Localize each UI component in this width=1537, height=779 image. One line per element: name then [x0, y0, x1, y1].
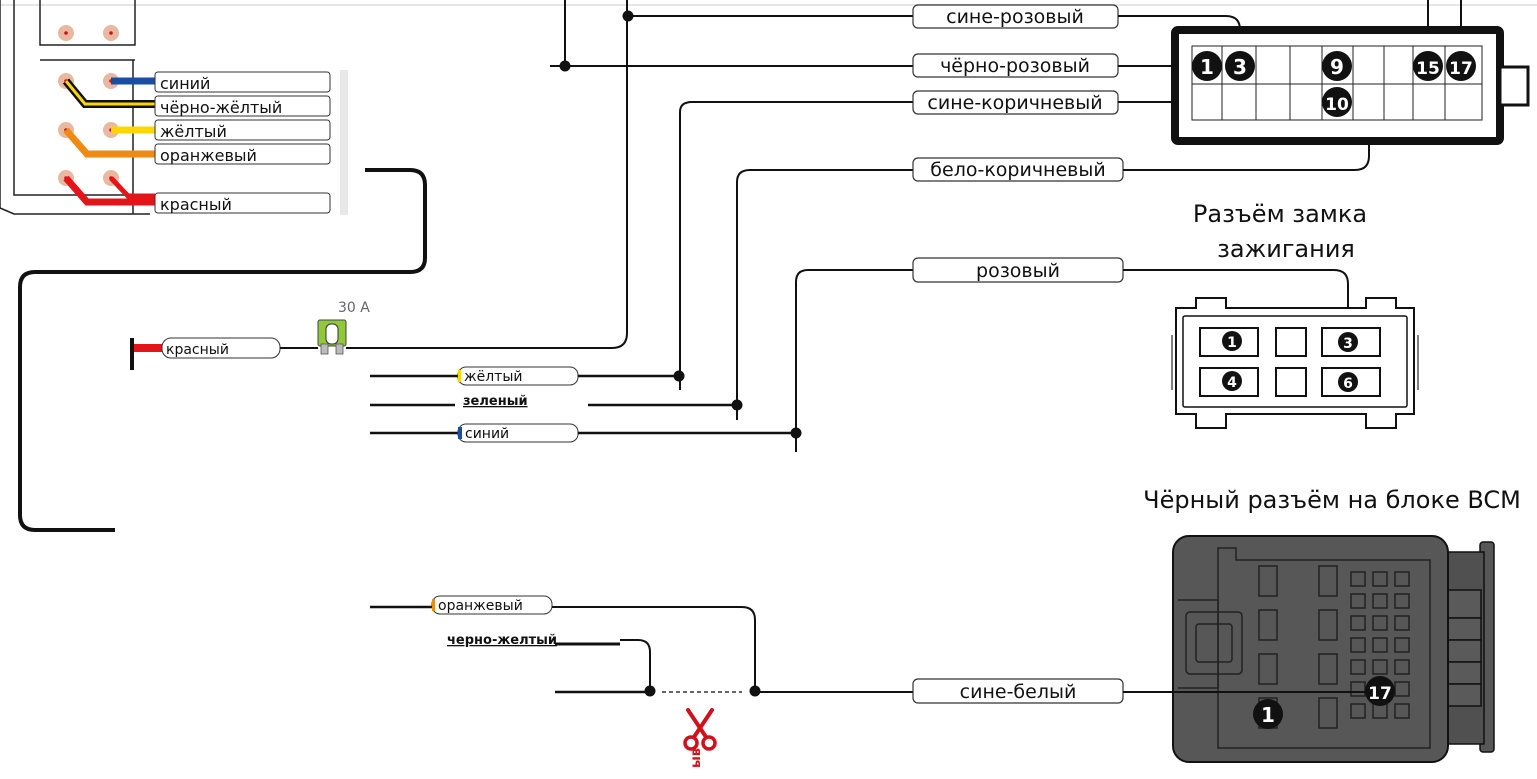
ignition-pin-3: [1338, 332, 1358, 352]
top-pin-1-label: 1: [1200, 55, 1214, 79]
top-pin-9: [1322, 51, 1352, 81]
ignition-pin-6: [1338, 372, 1358, 392]
bcm-connector: 1 17: [1123, 535, 1495, 763]
top-pin-3: [1225, 51, 1255, 81]
top-pin-9-label: 9: [1330, 55, 1344, 79]
top-pin-1: [1192, 51, 1222, 81]
bcm-heading: Чёрный разъём на блоке BCM: [1143, 486, 1521, 514]
module-label-yellow: жёлтый: [464, 369, 522, 385]
ignition-heading-line2: зажигания: [1217, 235, 1355, 263]
fuse-assembly: красный 30 A: [130, 0, 628, 370]
headunit-wire-orange: [63, 127, 155, 158]
top-pin-17: [1446, 51, 1476, 81]
power-loop-wire: [18, 168, 427, 532]
ignition-pin-1: [1222, 331, 1242, 351]
ignition-pin-6-label: 6: [1343, 376, 1353, 392]
top-pin-15: [1413, 51, 1443, 81]
headunit-label-black-yellow: чёрно-жёлтый: [160, 98, 282, 117]
top-pin-15-label: 15: [1416, 59, 1440, 79]
label-white-brown: бело-коричневый: [930, 159, 1105, 181]
bcm-pin-17: [1365, 676, 1395, 706]
ignition-heading-line1: Разъём замка: [1193, 200, 1367, 228]
module-label-green: зеленый: [463, 394, 528, 409]
label-blue-brown: сине-коричневый: [927, 92, 1102, 114]
top-pin-10-label: 10: [1325, 95, 1349, 115]
top-connector: 1 3 9 10 15 17: [1171, 0, 1530, 145]
top-pin-10: [1322, 87, 1352, 117]
bcm-pin-1-label: 1: [1261, 703, 1275, 727]
cut-label: ыв: [689, 748, 704, 768]
headunit-label-yellow: жёлтый: [160, 122, 227, 141]
module-label-blue: синий: [465, 426, 509, 442]
lower-wire-group: оранжевый черно-желтый сине-белый: [370, 595, 1380, 704]
bcm-pin-17-label: 17: [1368, 684, 1392, 704]
label-blue-white: сине-белый: [960, 681, 1077, 703]
label-blue-pink: сине-розовый: [946, 6, 1084, 28]
module-label-red: красный: [166, 342, 229, 358]
label-black-pink: чёрно-розовый: [940, 55, 1090, 77]
top-pin-3-label: 3: [1233, 55, 1247, 79]
module-wire-group: жёлтый зеленый синий: [370, 366, 802, 452]
ignition-pin-1-label: 1: [1227, 335, 1237, 351]
top-pin-17-label: 17: [1449, 59, 1473, 79]
headunit-connector: синий чёрно-жёлтый жёлтый оранжевый крас…: [0, 0, 348, 215]
ignition-pin-4-label: 4: [1227, 375, 1237, 391]
module-label-black-yellow: черно-желтый: [447, 633, 557, 648]
bcm-pin-1: [1253, 699, 1283, 729]
headunit-label-orange: оранжевый: [160, 146, 257, 165]
headunit-label-blue: синий: [160, 74, 210, 93]
module-label-orange: оранжевый: [438, 598, 523, 614]
headunit-label-red: красный: [160, 195, 232, 214]
ignition-connector: 1 3 4 6: [1171, 297, 1419, 429]
ignition-pin-3-label: 3: [1343, 336, 1353, 352]
fuse-rating: 30 A: [338, 300, 370, 316]
ignition-pin-4: [1222, 371, 1242, 391]
headunit-wire-red: [63, 175, 155, 206]
scissors-icon: [683, 708, 717, 751]
label-pink: розовый: [976, 260, 1060, 282]
